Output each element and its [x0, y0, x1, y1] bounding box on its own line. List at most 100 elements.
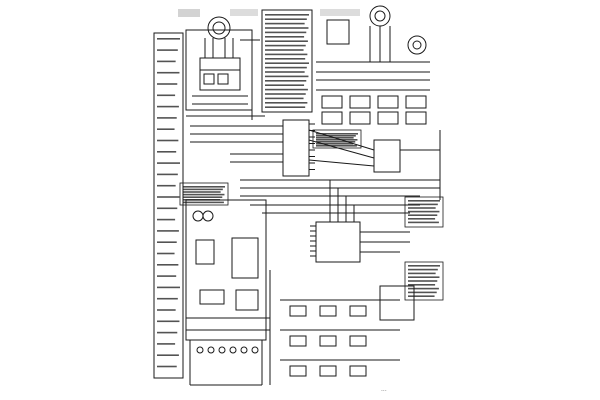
driver-cell — [377, 111, 399, 125]
illegible-text-line — [408, 265, 440, 267]
motor-symbol — [407, 35, 427, 55]
illegible-text-line — [157, 320, 180, 323]
illegible-text-line — [157, 343, 176, 345]
illegible-text-line — [157, 252, 175, 255]
illegible-text-line — [157, 49, 178, 51]
illegible-text-line — [408, 284, 436, 286]
illegible-text-line — [408, 214, 438, 216]
driver-cell — [349, 111, 371, 125]
illegible-text-line — [157, 38, 180, 40]
illegible-text-line — [408, 203, 438, 206]
driver-cell — [321, 95, 343, 109]
left-annotation-block — [153, 32, 184, 379]
illegible-text-line — [408, 276, 440, 278]
illegible-text-line — [157, 331, 178, 334]
illegible-text-line — [265, 53, 308, 56]
illegible-text-line — [157, 139, 179, 142]
illegible-text-line — [157, 309, 176, 311]
illegible-text-line — [408, 272, 436, 275]
illegible-text-line — [265, 75, 309, 78]
illegible-text-line — [157, 286, 180, 289]
illegible-text-line — [408, 218, 436, 220]
illegible-text-line — [408, 210, 440, 213]
illegible-text-line — [316, 145, 357, 147]
illegible-text-line — [265, 62, 309, 64]
driver-cell — [289, 365, 307, 377]
illegible-text-line — [408, 268, 438, 271]
illegible-text-line — [157, 105, 179, 108]
illegible-text-line — [265, 106, 306, 108]
component-symbol — [240, 346, 248, 354]
driver-cell — [319, 365, 337, 377]
center-logic-area — [190, 119, 441, 263]
illegible-text-line — [265, 66, 307, 69]
illegible-text-line — [183, 191, 221, 193]
driver-cell — [349, 335, 367, 347]
illegible-text-line — [157, 60, 176, 63]
illegible-text-line — [183, 201, 224, 204]
illegible-text-line — [265, 22, 305, 25]
component-symbol — [207, 346, 215, 354]
driver-cell — [289, 335, 307, 347]
illegible-text-line — [157, 196, 180, 198]
illegible-text-line — [157, 264, 179, 266]
component-symbol — [251, 346, 259, 354]
illegible-text-line — [265, 27, 309, 29]
illegible-text-line — [157, 128, 175, 130]
illegible-text-line — [265, 31, 307, 34]
illegible-text-line — [183, 193, 225, 196]
illegible-text-line — [265, 97, 304, 100]
top-left-assembly — [185, 16, 265, 120]
illegible-text-line — [157, 162, 180, 164]
top-center-annotation-block — [261, 9, 313, 113]
driver-cell — [405, 111, 427, 125]
illegible-text-line — [408, 291, 437, 294]
motor-symbol — [207, 16, 231, 40]
illegible-text-line — [265, 49, 304, 51]
illegible-text-line — [408, 207, 436, 209]
illegible-text-line — [408, 221, 439, 224]
illegible-text-line — [265, 71, 305, 73]
bottom-right-note-block — [404, 261, 444, 301]
component-symbol — [196, 346, 204, 354]
illegible-text-line — [265, 44, 306, 47]
component-symbol — [229, 346, 237, 354]
illegible-text-line — [316, 141, 356, 143]
illegible-text-line — [408, 280, 438, 282]
illegible-text-line — [265, 18, 307, 20]
illegible-text-line — [157, 275, 177, 277]
illegible-text-line — [265, 93, 306, 95]
illegible-text-line — [265, 14, 309, 16]
illegible-text-line — [316, 133, 358, 135]
driver-cell — [349, 305, 367, 317]
illegible-text-line — [316, 143, 354, 145]
top-right-drivers — [316, 5, 430, 125]
ic-chip — [282, 119, 310, 177]
illegible-text-line — [316, 137, 354, 139]
illegible-text-line — [265, 58, 306, 60]
ic-chip — [373, 139, 401, 173]
driver-cell — [319, 305, 337, 317]
component-symbol — [218, 346, 226, 354]
lower-left-power — [185, 199, 270, 386]
illegible-text-line — [157, 297, 178, 300]
lower-center-circuits — [269, 270, 415, 385]
illegible-text-line — [157, 94, 176, 97]
illegible-text-line — [316, 139, 358, 141]
image-credit: ... — [381, 386, 387, 393]
illegible-text-line — [265, 40, 308, 42]
illegible-text-line — [157, 241, 177, 243]
illegible-text-line — [183, 186, 225, 188]
illegible-text-line — [265, 36, 305, 38]
driver-cell — [349, 365, 367, 377]
left-annotation-text — [157, 38, 180, 368]
illegible-text-line — [157, 354, 179, 356]
illegible-text-line — [157, 83, 178, 85]
illegible-text-line — [157, 365, 177, 368]
illegible-text-line — [408, 295, 435, 297]
illegible-text-line — [265, 102, 308, 104]
illegible-text-line — [265, 88, 308, 91]
illegible-text-line — [183, 196, 223, 198]
